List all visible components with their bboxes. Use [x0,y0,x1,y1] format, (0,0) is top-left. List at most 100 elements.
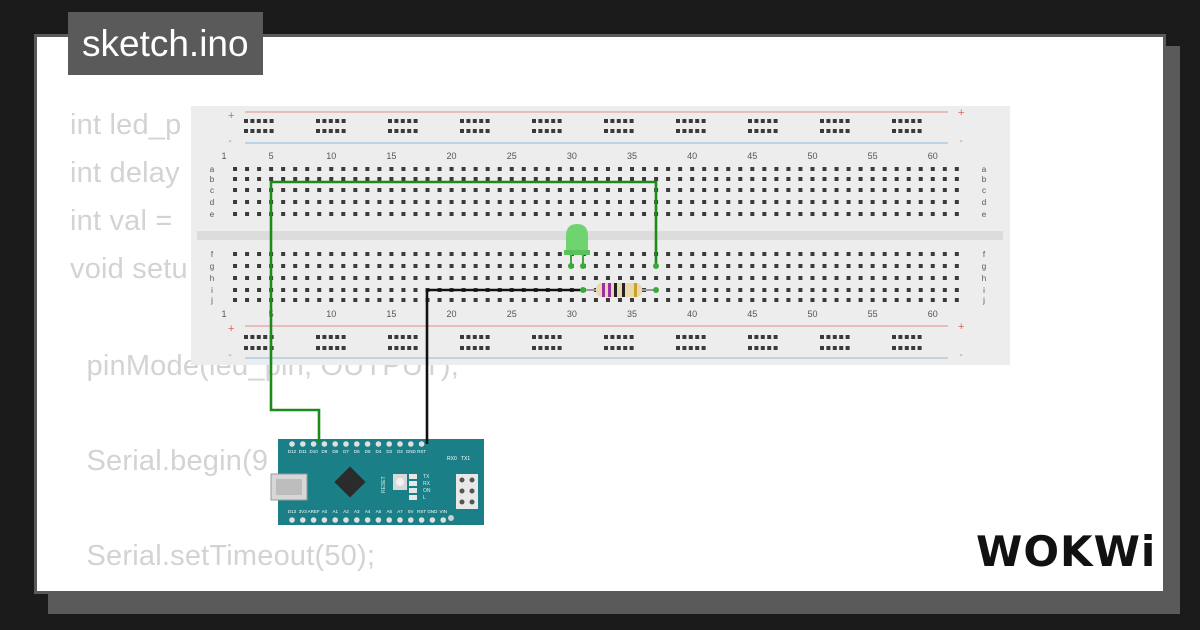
breadboard-hole [738,288,743,292]
breadboard-hole [666,298,671,302]
rail-hole [845,346,850,350]
rail-hole [898,129,903,133]
sketch-file-tab[interactable]: sketch.ino [68,12,263,75]
nano-pin[interactable] [332,517,339,523]
ground-wire[interactable] [425,288,583,444]
breadboard-hole [714,298,719,302]
nano-pin[interactable] [418,441,425,447]
breadboard-hole [461,276,466,280]
breadboard-hole [726,177,731,181]
nano-pin[interactable] [332,441,339,447]
nano-pin[interactable] [375,441,382,447]
breadboard-hole [449,298,454,302]
reset-button-cap[interactable] [396,478,404,486]
nano-pin[interactable] [321,517,328,523]
rail-hole [466,335,471,339]
resistor[interactable] [580,283,659,297]
signal-wire[interactable] [269,180,658,444]
breadboard-hole [798,188,803,192]
breadboard-hole [822,276,827,280]
breadboard-hole [834,288,839,292]
breadboard-hole [233,167,238,171]
breadboard-hole [750,212,755,216]
breadboard-hole [329,177,334,181]
breadboard-hole [930,252,935,256]
breadboard-hole [485,177,490,181]
nano-pin-label: RST [417,449,426,454]
rail-hole [845,129,850,133]
nano-pin[interactable] [418,517,425,523]
rail-hole [394,119,399,123]
row-letter: j [982,296,985,305]
rail-hole [479,119,484,123]
nano-pin[interactable] [289,441,295,447]
nano-pin[interactable] [440,517,447,523]
breadboard-hole [630,200,635,204]
breadboard-hole [533,200,538,204]
nano-pin[interactable] [386,441,393,447]
breadboard-hole [738,276,743,280]
rail-hole [832,119,837,123]
rail-hole [388,346,392,350]
nano-pin-label: 5V [408,509,414,514]
breadboard-hole [545,264,550,268]
nano-pin[interactable] [343,517,349,523]
breadboard-hole [473,188,478,192]
nano-pin[interactable] [429,517,436,523]
breadboard-hole [377,298,382,302]
nano-pin[interactable] [310,517,317,523]
nano-pin[interactable] [300,441,306,447]
nano-pin[interactable] [364,441,371,447]
nano-pin[interactable] [397,441,403,447]
breadboard-hole [666,288,671,292]
led-on [409,488,417,493]
breadboard-hole [666,177,671,181]
rail-hole [250,346,255,350]
breadboard-hole [365,177,370,181]
breadboard-hole [233,188,238,192]
green-led[interactable] [564,224,590,269]
rail-hole [394,129,399,133]
nano-pin[interactable] [289,517,295,523]
breadboard-hole [870,188,875,192]
nano-pin[interactable] [321,441,328,447]
rail-hole [629,346,634,350]
rail-plus-label: + [228,110,234,122]
breadboard-hole [906,252,911,256]
nano-pin[interactable] [375,517,382,523]
nano-pin[interactable] [364,517,371,523]
breadboard-hole [702,276,707,280]
row-letter: j [210,296,213,305]
nano-pin[interactable] [343,441,349,447]
nano-pin[interactable] [408,441,414,447]
nano-pin[interactable] [310,441,317,447]
nano-pin[interactable] [300,517,306,523]
breadboard-hole [605,264,610,268]
nano-pin[interactable] [354,517,360,523]
nano-pin-label: D7 [343,449,349,454]
breadboard-hole [485,276,490,280]
nano-pin[interactable] [354,441,360,447]
rail-hole [748,335,752,339]
rail-hole [839,129,844,133]
breadboard-hole [810,298,815,302]
breadboard-hole [738,212,743,216]
rail-hole [544,129,549,133]
breadboard-hole [413,298,418,302]
rail-hole [544,335,549,339]
icsp-pin [459,499,465,505]
rail-hole [616,129,621,133]
breadboard-hole [834,177,839,181]
breadboard-hole [257,212,262,216]
rail-hole [544,346,549,350]
nano-pin[interactable] [397,517,403,523]
rail-hole [767,119,772,123]
breadboard-hole [786,264,791,268]
rail-hole [413,335,418,339]
breadboard-hole [389,252,394,256]
nano-pin[interactable] [408,517,414,523]
breadboard-hole [798,298,803,302]
nano-pin[interactable] [386,517,393,523]
breadboard-hole [666,252,671,256]
